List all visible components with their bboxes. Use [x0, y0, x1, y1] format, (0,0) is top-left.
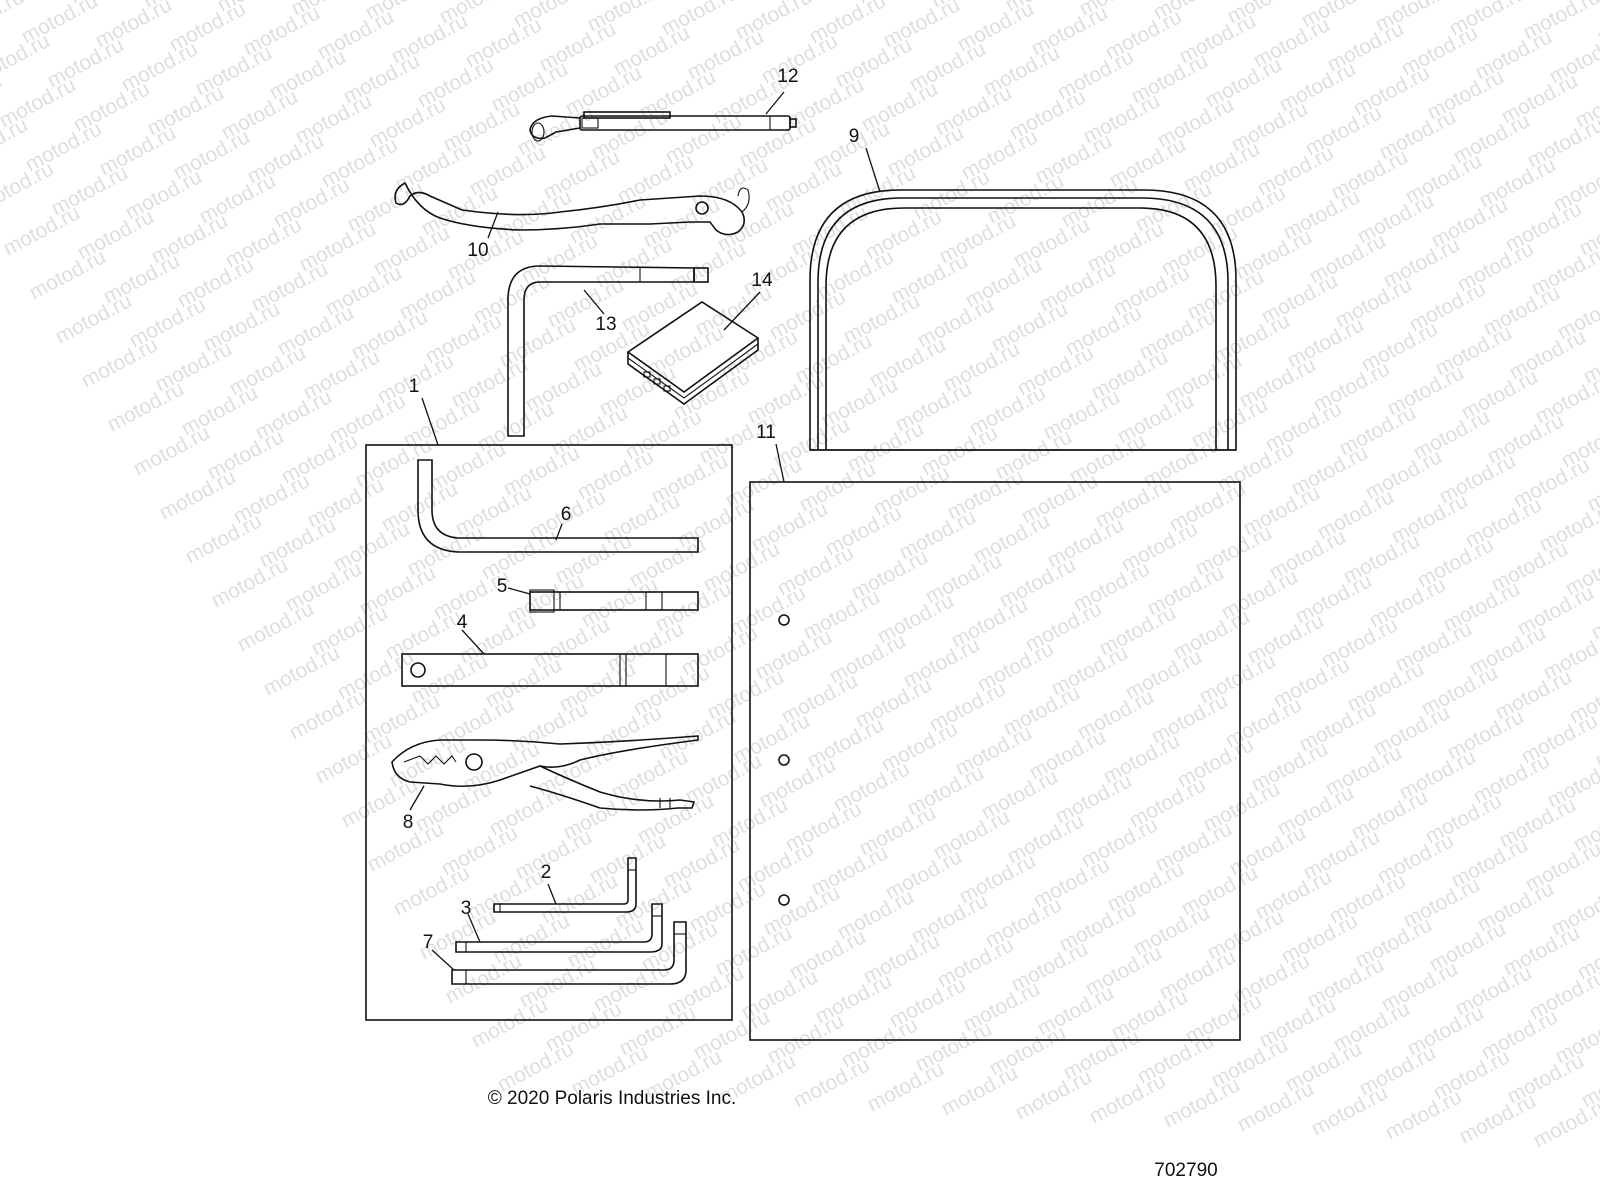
part-5-socket-extension: [529, 589, 699, 613]
watermark-layer: motod.rumotod.rumotod.rumotod.rumotod.ru…: [0, 0, 1600, 1152]
watermark-text: motod.ru: [182, 509, 266, 568]
part-11-manual-sheet: [749, 481, 1241, 1041]
watermark-text: motod.ru: [0, 157, 58, 216]
watermark-text: motod.ru: [1086, 1069, 1170, 1128]
callout-6: 6: [561, 504, 572, 525]
part-14-kit-case: [626, 301, 760, 405]
part-3-torx-key: [455, 903, 663, 953]
callout-9: 9: [849, 126, 860, 147]
watermark-text: motod.ru: [1012, 1065, 1096, 1124]
watermark-text: motod.ru: [938, 1061, 1022, 1120]
part-4-plug-wrench: [401, 653, 699, 687]
part-1-tool-kit-box: [365, 444, 733, 1021]
watermark-text: motod.ru: [130, 421, 214, 480]
callout-5: 5: [497, 576, 508, 597]
callout-10: 10: [467, 240, 488, 261]
watermark-text: motod.ru: [468, 993, 552, 1052]
part-12-handle-tool: [529, 111, 797, 142]
watermark-text: motod.ru: [442, 949, 526, 1008]
callout-2: 2: [541, 862, 552, 883]
callout-3: 3: [461, 898, 472, 919]
watermark-text: motod.ru: [1530, 1093, 1600, 1152]
callout-14: 14: [751, 270, 773, 291]
callout-labels: 12 9 10 14 13 1 11 6 5 4 8 2 3 7: [403, 66, 860, 953]
callout-11: 11: [756, 422, 776, 443]
diagram-id: 702790: [1154, 1160, 1217, 1181]
leader-lines: [409, 91, 881, 971]
part-8-pliers: [391, 735, 699, 811]
watermark-text: motod.ru: [234, 597, 318, 656]
watermark-text: motod.ru: [1160, 1073, 1244, 1132]
part-13-l-bar: [507, 265, 709, 437]
copyright-text: © 2020 Polaris Industries Inc.: [488, 1088, 736, 1109]
callout-13: 13: [595, 314, 616, 335]
watermark-text: motod.ru: [78, 333, 162, 392]
callout-1: 1: [409, 376, 420, 397]
watermark-text: motod.ru: [864, 1057, 948, 1116]
callout-4: 4: [457, 612, 468, 633]
watermark-text: motod.ru: [1456, 1089, 1540, 1148]
part-2-torx-key: [493, 857, 637, 913]
watermark-text: motod.ru: [52, 289, 136, 348]
watermark-text: motod.ru: [286, 685, 370, 744]
callout-7: 7: [423, 932, 434, 953]
watermark-text: motod.ru: [312, 729, 396, 788]
watermark-text: motod.ru: [1308, 1081, 1392, 1140]
watermark-text: motod.ru: [260, 641, 344, 700]
watermark-text: motod.ru: [1234, 1077, 1318, 1136]
part-7-torx-key: [451, 921, 687, 985]
watermark-text: motod.ru: [208, 553, 292, 612]
watermark-text: motod.ru: [1382, 1085, 1466, 1144]
callout-8: 8: [403, 812, 414, 833]
watermark-text: motod.ru: [26, 245, 110, 304]
part-9-tool-bag: [809, 189, 1237, 451]
callout-12: 12: [777, 66, 798, 87]
watermark-text: motod.ru: [0, 201, 84, 260]
part-6-hex-key: [417, 459, 699, 553]
watermark-text: motod.ru: [790, 1053, 874, 1112]
watermark-text: motod.ru: [104, 377, 188, 436]
part-10-spanner-wrench: [394, 181, 750, 236]
watermark-text: motod.ru: [0, 29, 54, 88]
watermark-text: motod.ru: [156, 465, 240, 524]
